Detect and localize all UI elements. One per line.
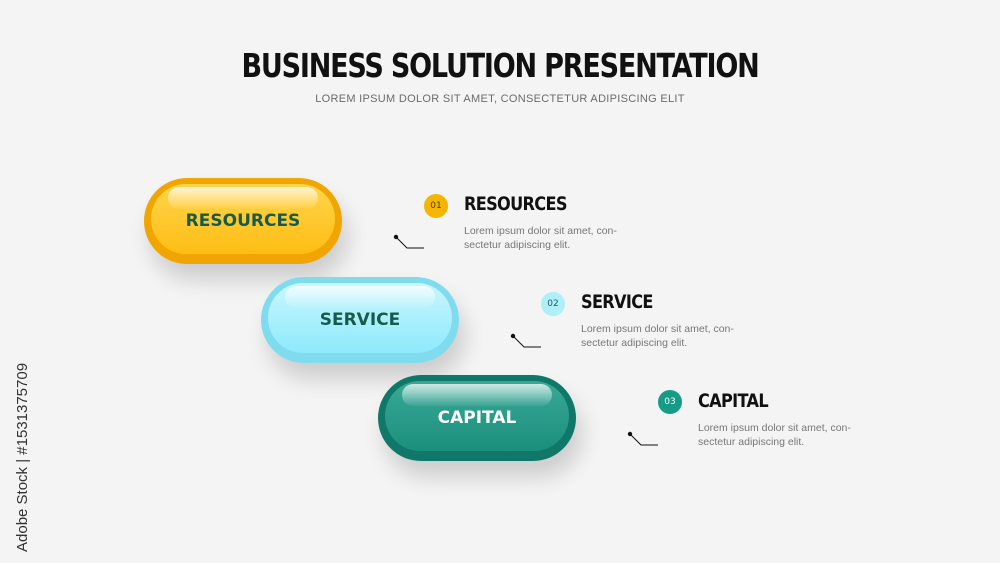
connector-line-03 [627, 431, 658, 446]
item-description-service: Lorem ipsum dolor sit amet, con- sectetu… [581, 322, 761, 350]
number-badge-01: 01 [424, 194, 448, 218]
description-line: Lorem ipsum dolor sit amet, con- [581, 323, 734, 335]
number-badge-02: 02 [541, 292, 565, 316]
page-title: BUSINESS SOLUTION PRESENTATION [241, 46, 759, 85]
description-line: Lorem ipsum dolor sit amet, con- [464, 225, 617, 237]
description-line: sectetur adipiscing elit. [698, 436, 805, 448]
stock-watermark: Adobe Stock | #1531375709 [14, 362, 31, 552]
number-badge-03: 03 [658, 390, 682, 414]
capital-pill-label: CAPITAL [437, 408, 517, 428]
pill-gloss [168, 187, 318, 209]
item-title-resources: RESOURCES [464, 193, 567, 215]
item-description-capital: Lorem ipsum dolor sit amet, con- sectetu… [698, 421, 878, 449]
page-subtitle: LOREM IPSUM DOLOR SIT AMET, CONSECTETUR … [315, 93, 685, 105]
resources-pill-label: RESOURCES [185, 211, 301, 231]
description-line: sectetur adipiscing elit. [464, 239, 571, 251]
connector-line-01 [393, 234, 424, 249]
connector-line-02 [510, 333, 541, 348]
pill-gloss [285, 286, 435, 308]
description-line: Lorem ipsum dolor sit amet, con- [698, 422, 851, 434]
capital-pill: CAPITAL [378, 375, 576, 461]
item-title-capital: CAPITAL [698, 390, 769, 412]
item-title-service: SERVICE [581, 291, 653, 313]
pill-gloss [402, 384, 552, 406]
description-line: sectetur adipiscing elit. [581, 337, 688, 349]
service-pill: SERVICE [261, 277, 459, 363]
item-description-resources: Lorem ipsum dolor sit amet, con- sectetu… [464, 224, 644, 252]
resources-pill: RESOURCES [144, 178, 342, 264]
service-pill-label: SERVICE [319, 310, 401, 330]
